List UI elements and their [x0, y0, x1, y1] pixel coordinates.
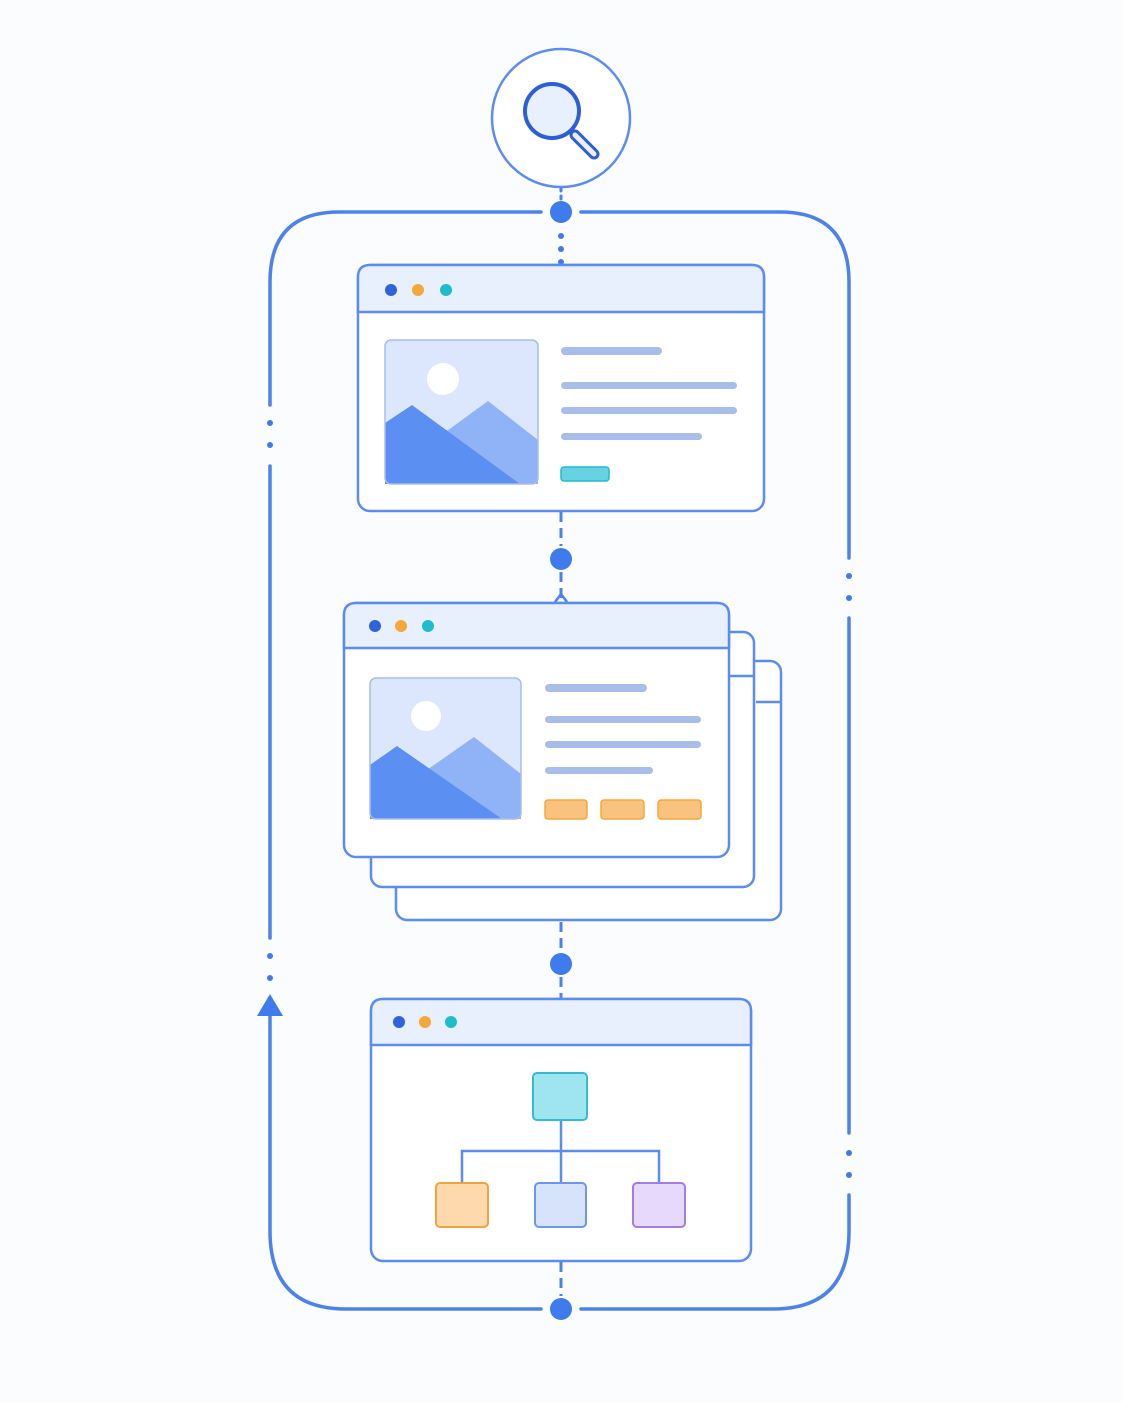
gap-dot — [267, 442, 273, 448]
window-titlebar — [342, 601, 731, 650]
outer-loop — [257, 210, 852, 1311]
connector-dots-top — [558, 233, 564, 265]
text-line — [561, 407, 737, 414]
window-dot-blue — [385, 284, 397, 296]
tree-node-right — [632, 1182, 686, 1228]
loop-top-right — [579, 210, 851, 560]
window-dot-teal — [445, 1016, 457, 1028]
tree-node-middle — [534, 1182, 587, 1228]
image-placeholder-icon — [384, 339, 539, 485]
loop-top-left — [268, 210, 543, 407]
window-dot-orange — [395, 620, 407, 632]
gap-dot — [267, 953, 273, 959]
browser-window-3 — [369, 997, 753, 1263]
gap-dot — [846, 1172, 852, 1178]
node-top — [550, 201, 572, 223]
text-line — [545, 741, 701, 748]
tree-node-left — [435, 1182, 489, 1228]
window-dot-blue — [393, 1016, 405, 1028]
window-dot-orange — [419, 1016, 431, 1028]
browser-window-stack — [342, 601, 783, 922]
cta-button-shape — [560, 466, 610, 482]
text-line-heading — [561, 347, 662, 355]
connector-dot — [558, 259, 564, 265]
loop-left-lower — [268, 1012, 543, 1311]
text-line — [545, 767, 653, 774]
search-icon — [523, 82, 600, 160]
connector-arrowhead — [554, 591, 568, 603]
chip-shape — [544, 799, 588, 820]
mountain-front — [385, 405, 520, 484]
node-after-window1 — [550, 548, 572, 570]
gap-dot — [267, 975, 273, 981]
hierarchy-icon — [435, 1072, 686, 1228]
text-line-heading — [545, 684, 647, 692]
arrow-up-icon — [257, 994, 283, 1016]
text-line — [561, 382, 737, 389]
mountain-front — [370, 746, 502, 819]
node-bottom — [550, 1298, 572, 1320]
search-node — [490, 47, 632, 189]
connectors — [554, 186, 568, 1296]
gap-dot — [267, 420, 273, 426]
image-border — [384, 339, 539, 485]
node-after-window2 — [550, 953, 572, 975]
window-titlebar — [369, 997, 753, 1047]
loop-gap-dots — [267, 420, 852, 1178]
chip-shape — [657, 799, 702, 820]
loop-right-lower — [579, 1193, 851, 1311]
window-dot-teal — [422, 620, 434, 632]
connector-dot — [558, 246, 564, 252]
window-dot-blue — [369, 620, 381, 632]
text-line — [545, 716, 701, 723]
flow-nodes — [550, 201, 572, 1320]
window-dot-orange — [412, 284, 424, 296]
browser-window-1 — [356, 263, 766, 513]
browser-window-2 — [342, 601, 731, 859]
gap-dot — [846, 1150, 852, 1156]
magnifier-handle — [572, 132, 597, 157]
image-border — [369, 677, 522, 820]
gap-dot — [846, 595, 852, 601]
tree-connectors — [460, 1121, 661, 1183]
connector-dot — [558, 233, 564, 239]
window-dot-teal — [440, 284, 452, 296]
chip-shape — [600, 799, 645, 820]
image-placeholder-icon — [369, 677, 522, 820]
window-titlebar — [356, 263, 766, 314]
text-line — [561, 433, 702, 440]
tree-node-root — [532, 1072, 588, 1121]
sun — [411, 701, 441, 731]
gap-dot — [846, 573, 852, 579]
sun — [427, 363, 459, 395]
magnifier-lens — [523, 82, 581, 140]
